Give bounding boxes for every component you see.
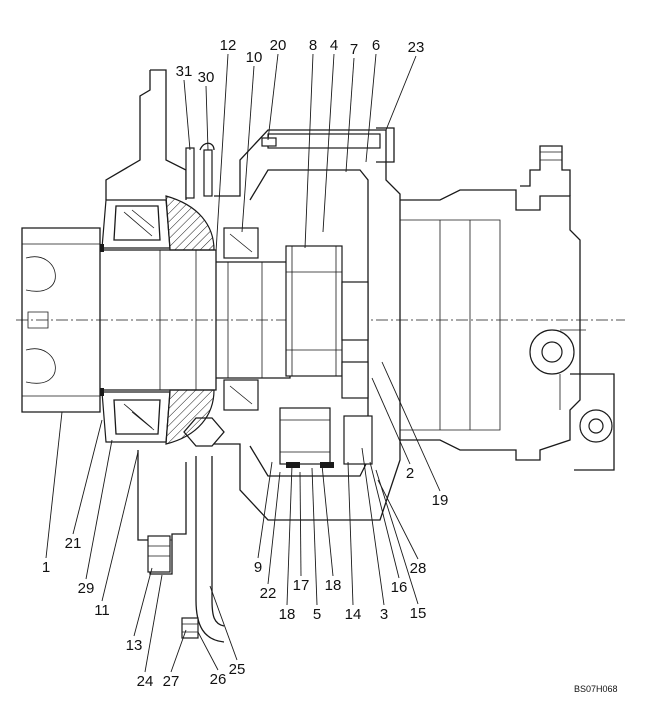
bolt-head-20: [261, 137, 277, 147]
callout-21: 21: [65, 535, 82, 552]
callout-11: 11: [94, 602, 110, 619]
figure-code: BS07H068: [574, 684, 618, 694]
leader-24: [144, 574, 163, 673]
callout-23: 23: [408, 39, 425, 56]
leader-26: [197, 631, 219, 671]
callout-25: 25: [229, 661, 246, 678]
bearing-10-top: [223, 227, 259, 259]
callout-30: 30: [198, 69, 215, 86]
drain-pipe: [181, 417, 225, 643]
flange-hatched-top: [165, 195, 215, 251]
callout-13: 13: [126, 637, 143, 654]
leader-25: [209, 585, 238, 661]
leader-29: [85, 439, 113, 580]
leader-22: [267, 471, 281, 585]
bearing-left-bottom: [101, 391, 171, 443]
leader-16: [369, 461, 400, 579]
flange-hatched-bottom: [165, 389, 215, 445]
bolt-13: [147, 535, 171, 573]
callout-22: 22: [260, 585, 277, 602]
leader-18: [321, 464, 334, 577]
bolt-23: [267, 133, 381, 149]
leader-lines: [45, 53, 441, 673]
callout-20: 20: [270, 37, 287, 54]
callout-12: 12: [220, 37, 237, 54]
callout-10: 10: [246, 49, 263, 66]
callout-27: 27: [163, 673, 180, 690]
callout-5: 5: [313, 606, 321, 623]
leader-20: [267, 53, 279, 141]
callout-18: 18: [279, 606, 296, 623]
callout-7: 7: [350, 41, 358, 58]
leader-2: [371, 377, 411, 465]
leader-18: [286, 464, 293, 606]
callout-1: 1: [42, 559, 50, 576]
leader-19: [381, 361, 441, 492]
callout-28: 28: [410, 560, 427, 577]
leader-13: [133, 567, 153, 637]
leader-11: [101, 451, 139, 602]
callout-29: 29: [78, 580, 95, 597]
leader-17: [299, 471, 302, 577]
leader-15: [375, 469, 419, 605]
leader-3: [361, 447, 385, 606]
leader-6: [365, 53, 377, 163]
leader-27: [170, 629, 187, 673]
callout-24: 24: [137, 673, 154, 690]
callout-18: 18: [325, 577, 342, 594]
callout-19: 19: [432, 492, 449, 509]
callout-8: 8: [309, 37, 317, 54]
leader-10: [241, 65, 255, 233]
leader-31: [183, 79, 191, 151]
leader-1: [45, 411, 63, 559]
callout-26: 26: [210, 671, 227, 688]
callout-16: 16: [391, 579, 408, 596]
callout-17: 17: [293, 577, 310, 594]
leader-30: [205, 85, 209, 151]
leader-7: [345, 57, 355, 173]
callout-9: 9: [254, 559, 262, 576]
leader-9: [257, 461, 273, 559]
callout-15: 15: [410, 605, 427, 622]
leader-12: [215, 53, 229, 253]
hydraulic-motor-block: [400, 145, 615, 471]
callout-3: 3: [380, 606, 388, 623]
bolts-31-30: [185, 142, 215, 199]
leader-21: [72, 419, 103, 535]
leader-5: [311, 467, 318, 606]
leader-4: [322, 53, 335, 233]
fitting-27: [181, 617, 199, 639]
output-hub: [21, 227, 101, 413]
leader-23: [385, 55, 417, 131]
callout-31: 31: [176, 63, 193, 80]
leader-8: [304, 53, 314, 249]
assembly-drawing: [16, 69, 625, 643]
callout-2: 2: [406, 465, 414, 482]
callout-6: 6: [372, 37, 380, 54]
leader-28: [377, 479, 419, 560]
callout-14: 14: [345, 606, 362, 623]
bearing-left-top: [101, 199, 171, 249]
planetary-gear: [279, 245, 373, 468]
callout-4: 4: [330, 37, 338, 54]
leader-14: [347, 461, 354, 606]
mounting-flange: [105, 69, 187, 575]
